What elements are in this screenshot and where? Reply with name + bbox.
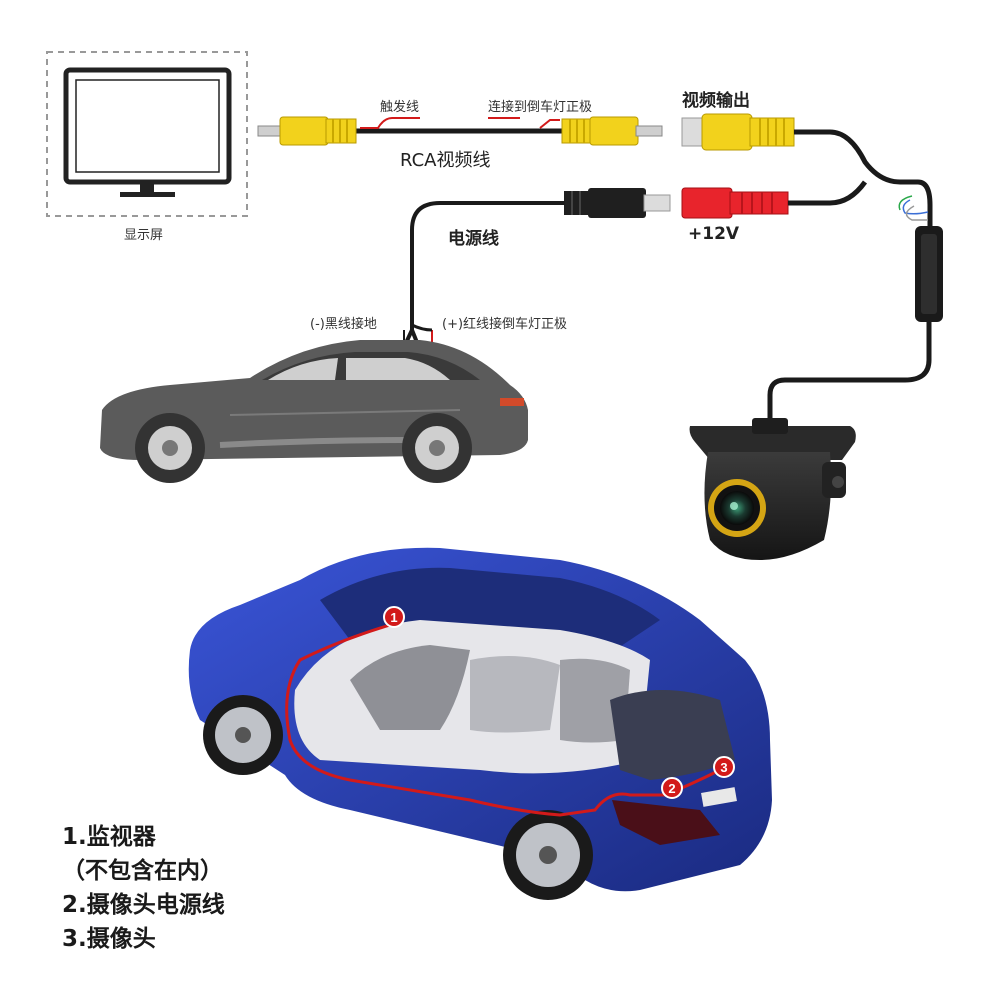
legend-item-1: 1.监视器 [62,824,156,850]
sedan-car [100,340,528,483]
backup-camera [689,418,856,560]
marker-1: 1 [383,606,405,628]
video-output-label: 视频输出 [682,91,750,111]
marker-3: 3 [713,756,735,778]
rca-plug-right [561,116,663,146]
legend-item-1-note: （不包含在内） [62,858,223,884]
power-12v-connector [681,187,789,219]
monitor-group [46,51,248,217]
rca-plug-left [257,116,357,146]
video-output-connector [681,113,795,151]
svg-text:3: 3 [720,760,727,775]
svg-text:2: 2 [668,781,675,796]
video-cable-line [794,129,918,185]
legend: 1.监视器 （不包含在内） 2.摄像头电源线 3.摄像头 [62,820,225,956]
reverse-light-label: 连接到倒车灯正极 [488,100,593,115]
trigger-wire-label: 触发线 [380,100,420,115]
legend-item-2: 2.摄像头电源线 [62,892,225,918]
rca-cable-label: RCA视频线 [400,150,491,171]
black-ground-label: (-)黑线接地 [310,317,377,332]
red-reverse-label: (+)红线接倒车灯正极 [442,317,568,332]
svg-text:1: 1 [390,610,397,625]
monitor-dashed-frame [46,51,248,217]
legend-item-3: 3.摄像头 [62,926,156,952]
rca-cable [257,116,663,146]
marker-2: 2 [661,777,683,799]
plus-12v-label: +12V [688,224,740,244]
monitor-label: 显示屏 [124,228,164,243]
camera-power-wire [285,616,721,817]
suv-cutaway [188,547,772,900]
power-cable-label: 电源线 [448,229,499,249]
power-plug-black [564,188,671,218]
